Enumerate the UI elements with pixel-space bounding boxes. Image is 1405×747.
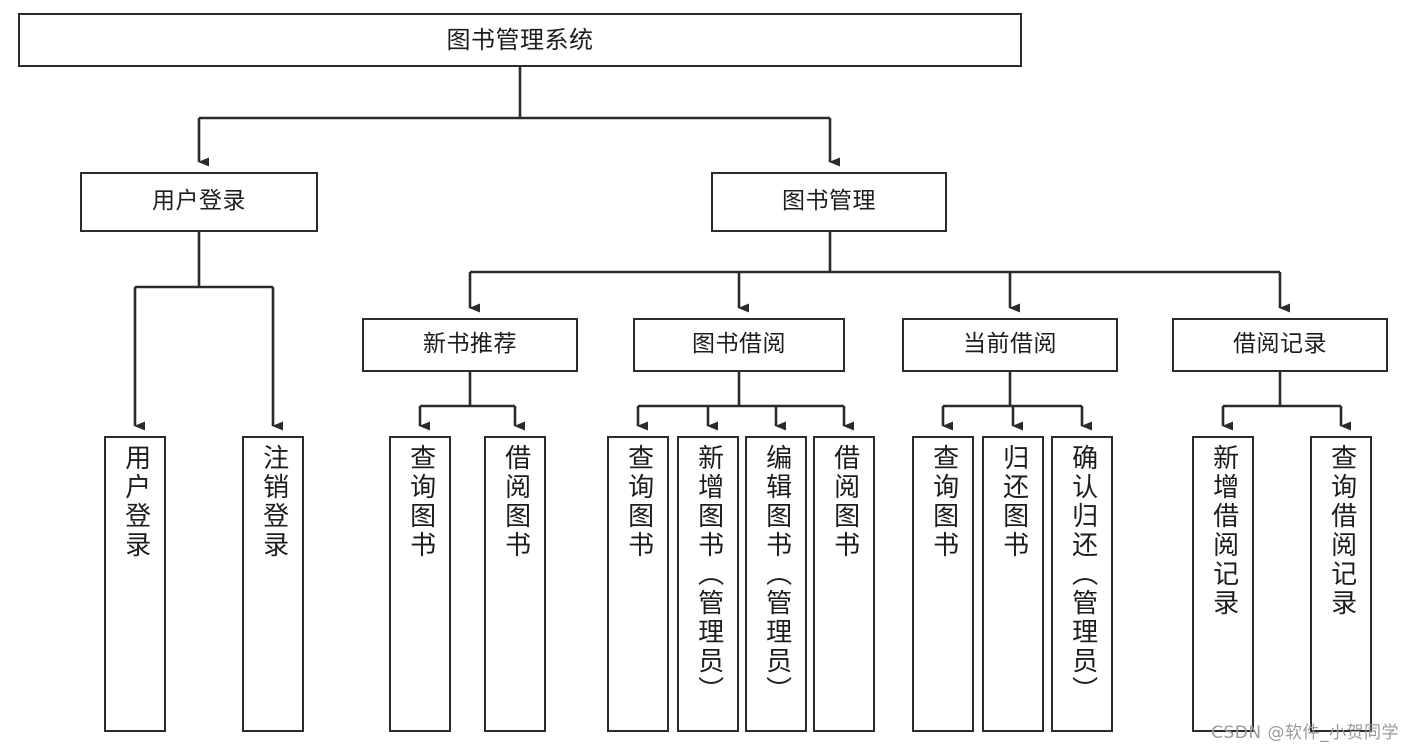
leaf-return-book-label: 归还图书 bbox=[998, 444, 1029, 560]
book-borrow-label: 图书借阅 bbox=[692, 331, 786, 358]
node-leaf-edit-book[interactable]: 编辑图书（管理员） bbox=[745, 436, 807, 732]
leaf-confirm-return-label: 确认归还（管理员） bbox=[1067, 444, 1098, 705]
edges-current-borrow bbox=[941, 372, 1092, 431]
leaf-user-logout-label: 注销登录 bbox=[258, 444, 289, 560]
new-book-recommend-label: 新书推荐 bbox=[423, 331, 517, 358]
leaf-query-book-1-label: 查询图书 bbox=[405, 444, 436, 560]
current-borrow-label: 当前借阅 bbox=[963, 331, 1057, 358]
leaf-user-login-label: 用户登录 bbox=[120, 444, 151, 560]
node-leaf-borrow-book-2[interactable]: 借阅图书 bbox=[813, 436, 875, 732]
node-leaf-return-book[interactable]: 归还图书 bbox=[982, 436, 1044, 732]
node-borrow-record[interactable]: 借阅记录 bbox=[1172, 318, 1388, 372]
node-leaf-query-book-1[interactable]: 查询图书 bbox=[389, 436, 451, 732]
edges-root bbox=[197, 67, 840, 167]
node-current-borrow[interactable]: 当前借阅 bbox=[902, 318, 1118, 372]
edges-book-borrow bbox=[636, 372, 854, 431]
edges-new-book-recommend bbox=[418, 372, 525, 431]
node-book-manage[interactable]: 图书管理 bbox=[711, 172, 947, 232]
leaf-borrow-book-1-label: 借阅图书 bbox=[500, 444, 531, 560]
node-leaf-add-record[interactable]: 新增借阅记录 bbox=[1192, 436, 1254, 732]
node-book-borrow[interactable]: 图书借阅 bbox=[633, 318, 845, 372]
leaf-edit-book-label: 编辑图书（管理员） bbox=[761, 444, 792, 705]
root-label: 图书管理系统 bbox=[446, 25, 594, 54]
user-login-label: 用户登录 bbox=[152, 188, 246, 215]
root-node[interactable]: 图书管理系统 bbox=[18, 13, 1022, 67]
edges-borrow-record bbox=[1221, 372, 1351, 431]
node-leaf-query-book-3[interactable]: 查询图书 bbox=[912, 436, 974, 732]
leaf-query-book-3-label: 查询图书 bbox=[928, 444, 959, 560]
node-leaf-confirm-return[interactable]: 确认归还（管理员） bbox=[1051, 436, 1113, 732]
node-leaf-borrow-book-1[interactable]: 借阅图书 bbox=[484, 436, 546, 732]
node-leaf-query-book-2[interactable]: 查询图书 bbox=[607, 436, 669, 732]
node-leaf-query-record[interactable]: 查询借阅记录 bbox=[1310, 436, 1372, 732]
edges-user-login bbox=[133, 232, 283, 431]
edges-book-manage bbox=[468, 232, 1290, 313]
node-user-login[interactable]: 用户登录 bbox=[80, 172, 318, 232]
node-leaf-user-login[interactable]: 用户登录 bbox=[104, 436, 166, 732]
csdn-watermark: CSDN @软件_小贺同学 bbox=[1211, 723, 1399, 743]
leaf-add-book-label: 新增图书（管理员） bbox=[693, 444, 724, 705]
node-leaf-user-logout[interactable]: 注销登录 bbox=[242, 436, 304, 732]
book-manage-label: 图书管理 bbox=[782, 188, 876, 215]
leaf-query-book-2-label: 查询图书 bbox=[623, 444, 654, 560]
node-leaf-add-book[interactable]: 新增图书（管理员） bbox=[677, 436, 739, 732]
leaf-borrow-book-2-label: 借阅图书 bbox=[829, 444, 860, 560]
leaf-add-record-label: 新增借阅记录 bbox=[1208, 444, 1239, 618]
leaf-query-record-label: 查询借阅记录 bbox=[1326, 444, 1357, 618]
borrow-record-label: 借阅记录 bbox=[1233, 331, 1327, 358]
node-new-book-recommend[interactable]: 新书推荐 bbox=[362, 318, 578, 372]
